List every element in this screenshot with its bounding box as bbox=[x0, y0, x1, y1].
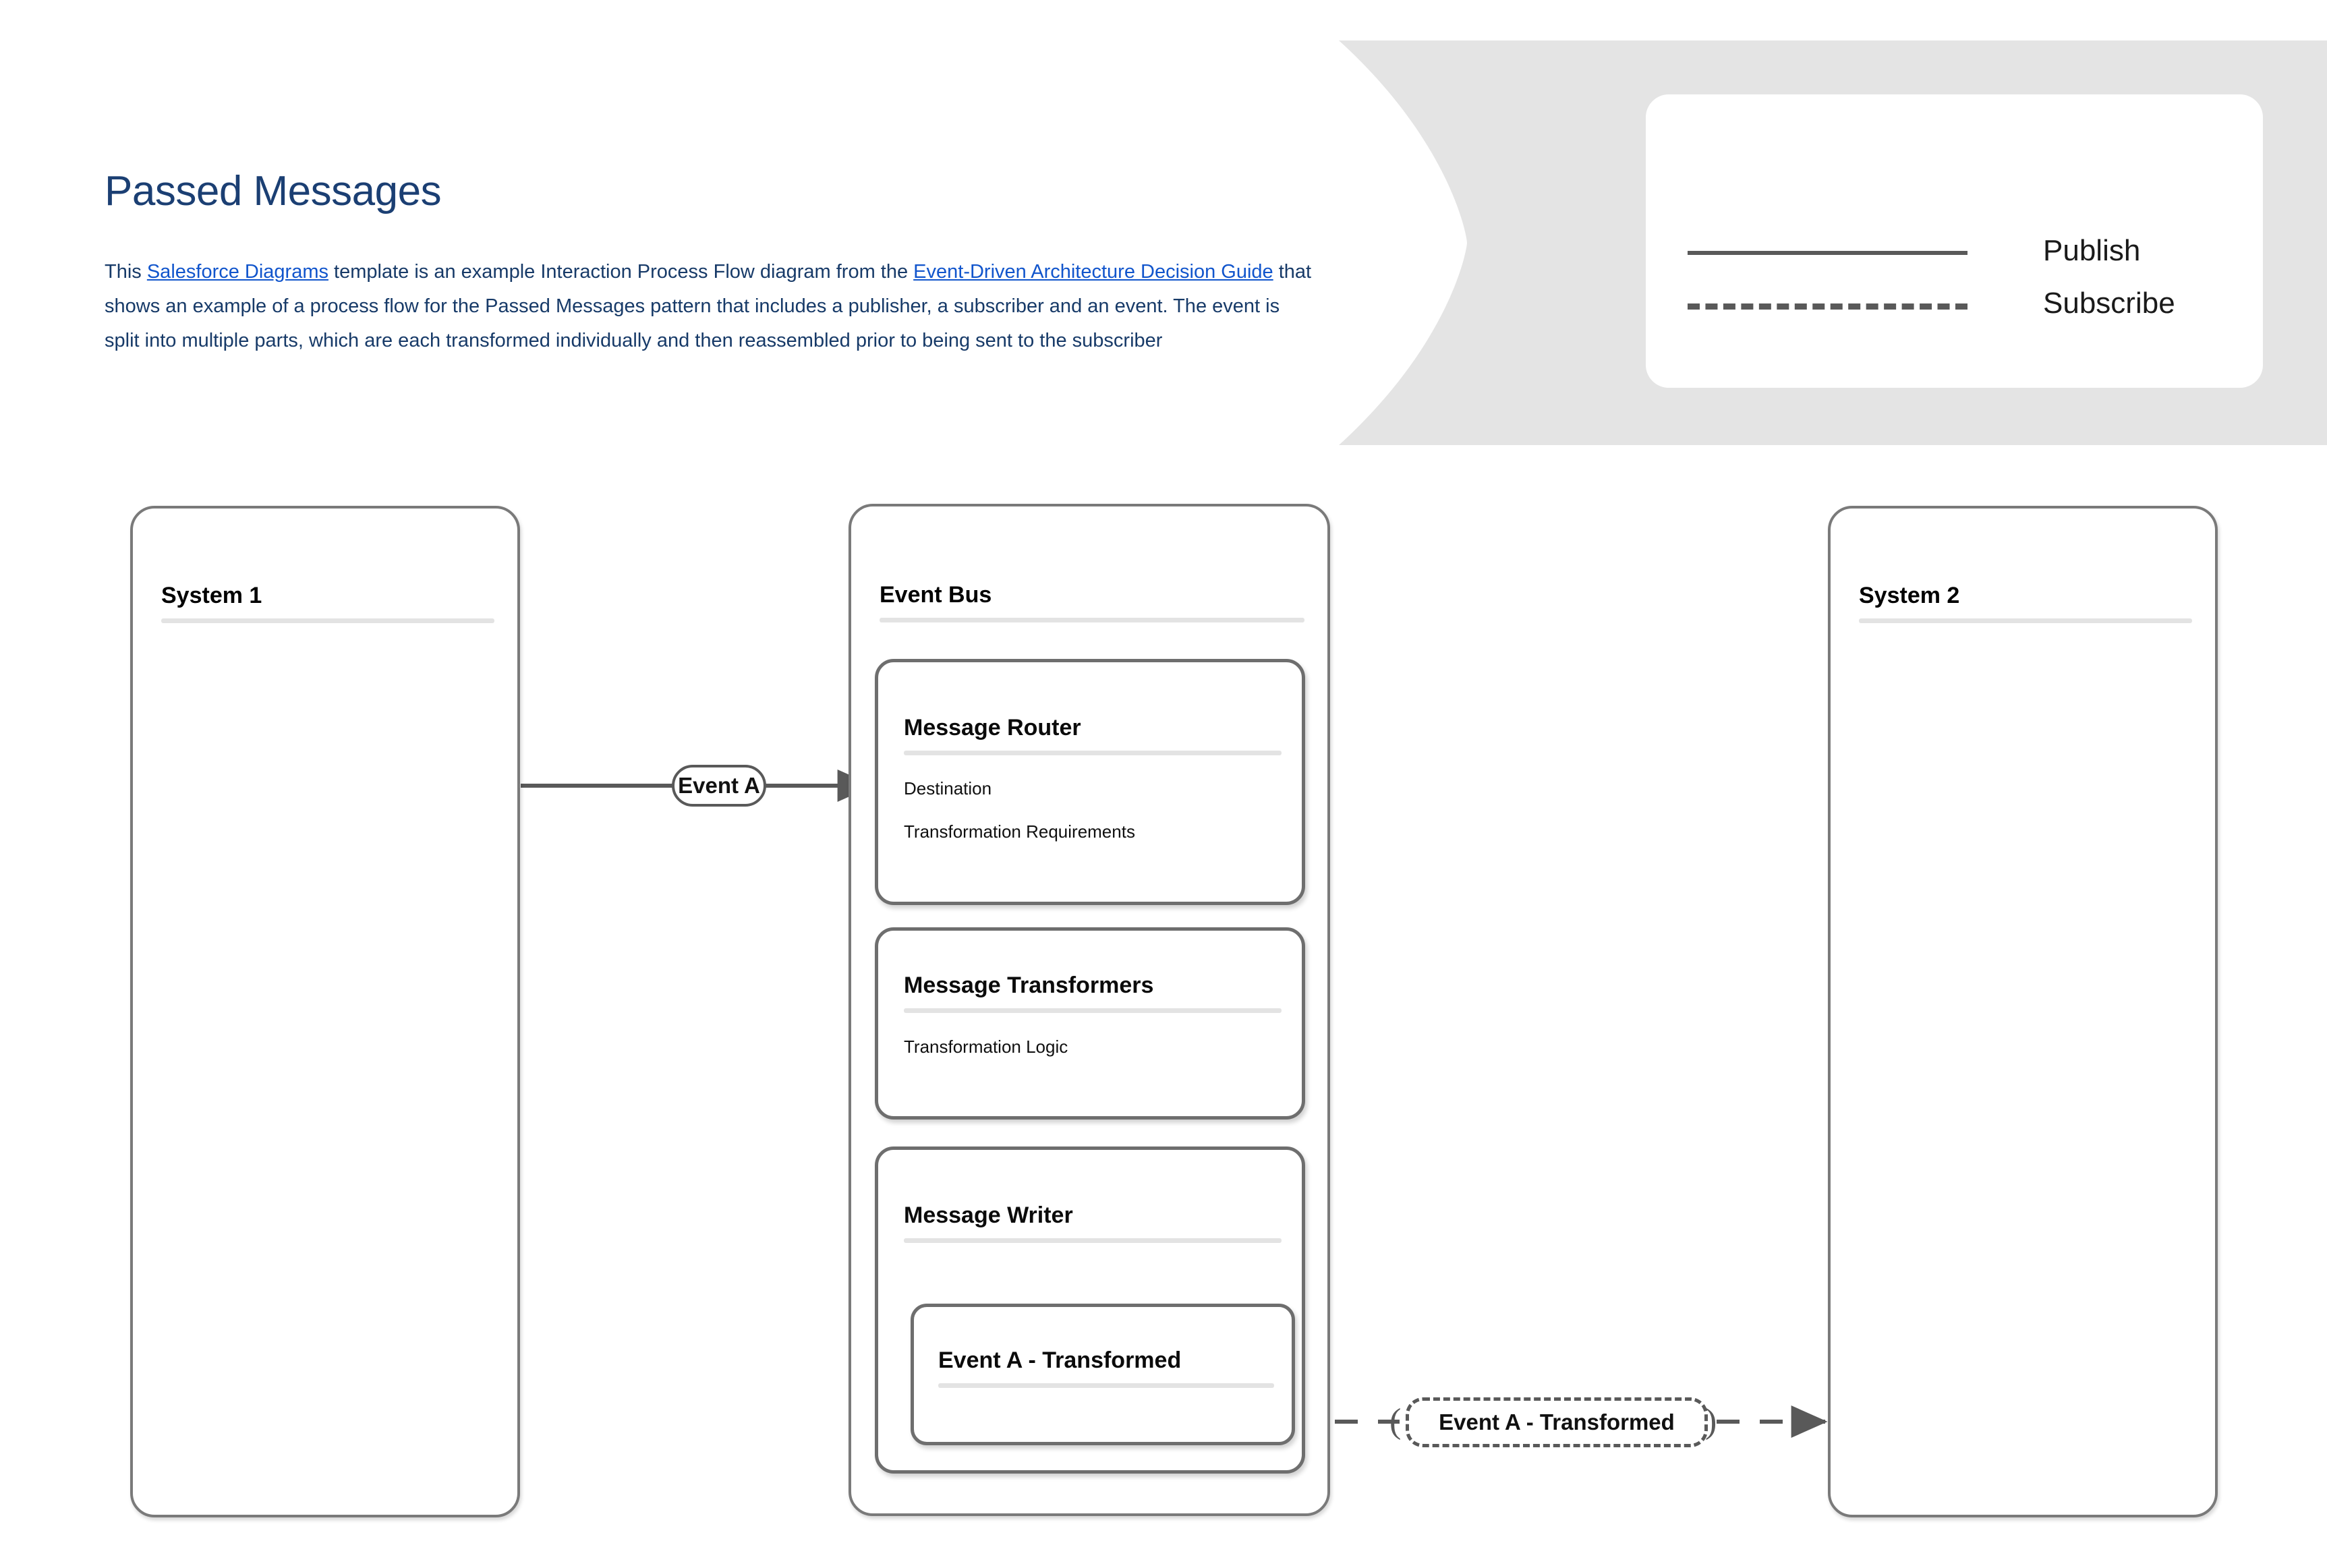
card-rule-message-writer bbox=[904, 1238, 1282, 1243]
card-message-writer[interactable]: Message Writer Event A - Transformed bbox=[875, 1146, 1305, 1474]
card-rule-event-a-transformed bbox=[938, 1383, 1274, 1388]
column-system-2[interactable]: System 2 bbox=[1828, 506, 2218, 1517]
link-event-driven-architecture-decision-guide[interactable]: Event-Driven Architecture Decision Guide bbox=[913, 261, 1273, 283]
card-rule-message-router bbox=[904, 751, 1282, 755]
card-title-event-a-transformed: Event A - Transformed bbox=[938, 1347, 1182, 1373]
page-title: Passed Messages bbox=[105, 168, 442, 214]
label-paren-left: ( bbox=[1389, 1402, 1402, 1441]
card-title-message-router: Message Router bbox=[904, 715, 1081, 741]
connector-label-event-a-transformed[interactable]: Event A - Transformed bbox=[1406, 1397, 1708, 1447]
column-rule-system-1 bbox=[161, 618, 494, 623]
link-salesforce-diagrams[interactable]: Salesforce Diagrams bbox=[146, 261, 328, 283]
legend-card: Publish Subscribe bbox=[1646, 94, 2263, 388]
desc-text-2: template is an example Interaction Proce… bbox=[328, 261, 914, 283]
column-rule-event-bus bbox=[880, 618, 1304, 622]
column-system-1[interactable]: System 1 bbox=[130, 506, 520, 1517]
card-line-transformation-requirements: Transformation Requirements bbox=[904, 821, 1135, 842]
card-rule-message-transformers bbox=[904, 1008, 1282, 1013]
connector-label-event-a[interactable]: Event A bbox=[672, 765, 766, 807]
column-title-system-2: System 2 bbox=[1859, 583, 1960, 608]
card-message-router[interactable]: Message Router Destination Transformatio… bbox=[875, 659, 1305, 905]
column-title-event-bus: Event Bus bbox=[880, 582, 992, 608]
legend-label-publish: Publish bbox=[2043, 234, 2141, 267]
desc-text-1: This bbox=[105, 261, 147, 283]
column-rule-system-2 bbox=[1859, 618, 2192, 623]
legend-item-publish: Publish bbox=[1688, 236, 2140, 266]
card-line-transformation-logic: Transformation Logic bbox=[904, 1037, 1068, 1057]
card-event-a-transformed[interactable]: Event A - Transformed bbox=[911, 1304, 1295, 1445]
card-title-message-writer: Message Writer bbox=[904, 1202, 1073, 1228]
card-title-message-transformers: Message Transformers bbox=[904, 972, 1154, 998]
page-description: This Salesforce Diagrams template is an … bbox=[105, 255, 1319, 358]
card-message-transformers[interactable]: Message Transformers Transformation Logi… bbox=[875, 927, 1305, 1120]
desc-text-3: that shows an example of a process flow … bbox=[105, 261, 1312, 351]
column-title-system-1: System 1 bbox=[161, 583, 262, 608]
label-paren-right: ) bbox=[1705, 1402, 1717, 1441]
card-line-destination: Destination bbox=[904, 778, 992, 798]
legend-label-subscribe: Subscribe bbox=[2043, 287, 2175, 320]
legend-item-subscribe: Subscribe bbox=[1688, 289, 2175, 318]
